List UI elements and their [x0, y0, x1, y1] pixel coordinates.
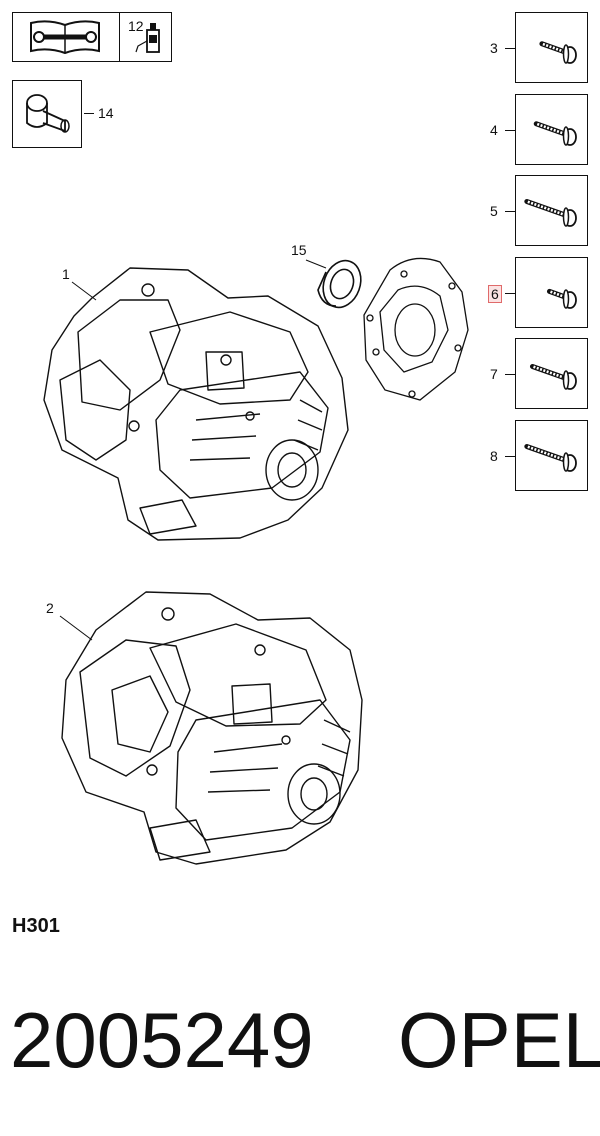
bolt-box-6 — [515, 256, 588, 328]
bolt-icon — [524, 198, 577, 227]
leader-6 — [505, 292, 515, 294]
leader-4 — [505, 129, 515, 131]
leader-8 — [505, 455, 515, 457]
bolt-box-8 — [515, 419, 588, 491]
callout-5: 5 — [490, 203, 498, 219]
leader-3 — [505, 48, 515, 49]
part-number: 2005249 — [10, 996, 314, 1084]
callout-2: 2 — [46, 600, 54, 616]
callout-12: 12 — [128, 18, 144, 34]
brand-name: OPEL — [398, 996, 600, 1084]
callout-4: 4 — [490, 121, 498, 138]
service-manual-icon — [30, 20, 100, 55]
callout-15: 15 — [291, 242, 307, 258]
callout-7: 7 — [490, 366, 498, 382]
bolt-box-7 — [515, 338, 588, 409]
callout-8: 8 — [490, 447, 498, 464]
leader-7 — [505, 374, 515, 375]
callout-14: 14 — [98, 105, 114, 121]
bolt-icon — [529, 363, 577, 390]
leader-14 — [84, 113, 94, 114]
installer-sleeve-icon — [26, 94, 70, 133]
group-code: H301 — [12, 915, 60, 937]
bolt-icon — [546, 288, 577, 309]
oil-seal — [317, 259, 362, 309]
bolt-icon — [533, 120, 577, 146]
lubricant-box: 12 — [119, 12, 172, 62]
service-manual-box — [12, 12, 120, 62]
bolt-icon — [524, 443, 577, 472]
lubricant-bottle-icon — [135, 23, 160, 53]
callout-3: 3 — [490, 40, 498, 56]
bolt-box-5 — [515, 175, 588, 246]
transmission-cover — [363, 257, 469, 401]
callout-1: 1 — [62, 266, 70, 282]
bolt-icon — [539, 41, 577, 64]
leader-5 — [505, 211, 515, 212]
callout-6: 6 — [488, 284, 502, 303]
bolt-box-3 — [515, 12, 588, 83]
installer-sleeve-box — [12, 80, 82, 148]
bolt-box-4 — [515, 93, 588, 165]
